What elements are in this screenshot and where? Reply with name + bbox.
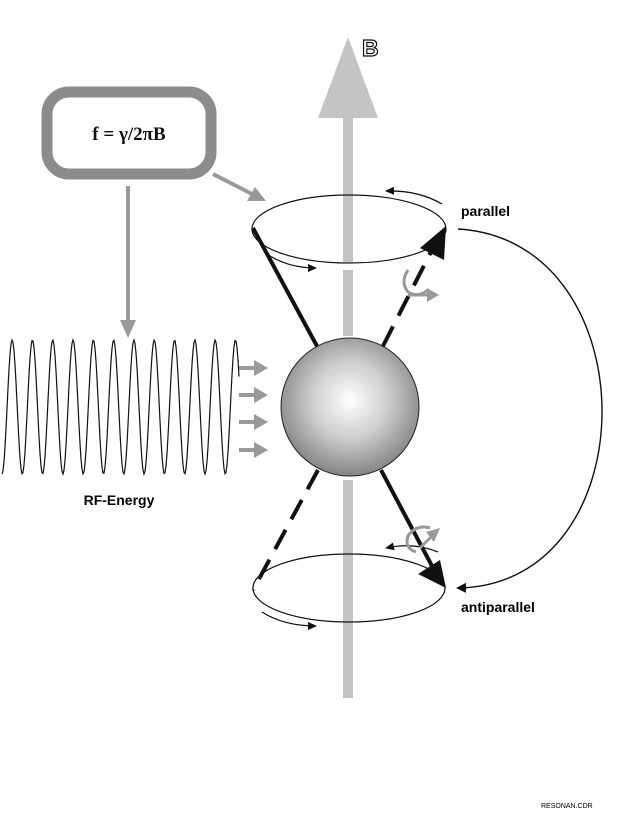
antiparallel-spin-vector	[379, 469, 446, 588]
formula-to-rf-arrow	[120, 186, 136, 338]
rf-arrow	[239, 442, 268, 458]
footer-filename: RESONAN.CDR	[541, 803, 593, 810]
rf-wave	[1, 338, 240, 477]
rf-arrow	[239, 360, 268, 376]
rf-arrow	[239, 387, 268, 403]
parallel-label: parallel	[461, 203, 510, 219]
antiparallel-spin-curl-icon	[405, 525, 440, 554]
field-axis-upper	[343, 116, 353, 262]
antiparallel-label: antiparallel	[461, 599, 535, 615]
upper-precession-arrow-bottom	[269, 255, 317, 272]
formula-to-cone-arrow	[212, 172, 266, 201]
field-axis-lower	[343, 480, 353, 698]
rf-label: RF-Energy	[84, 492, 155, 508]
field-axis-middle	[343, 270, 353, 336]
field-axis-arrowhead	[318, 37, 378, 118]
lower-precession-arrow-top	[385, 542, 439, 553]
formula-box: f = γ/2πB	[41, 86, 217, 180]
field-label: B	[362, 35, 379, 61]
upper-precession-cone	[251, 186, 447, 349]
upper-precession-arrow-top	[385, 186, 443, 205]
lower-precession-cone	[251, 469, 446, 630]
nucleus-sphere	[280, 337, 420, 477]
lower-precession-arrow-bottom	[261, 611, 317, 630]
magnetic-field-axis	[318, 37, 378, 698]
larmor-formula: f = γ/2πB	[92, 124, 166, 145]
lower-cone-left-edge	[251, 469, 320, 591]
upper-cone-left-edge	[251, 227, 320, 349]
parallel-spin-curl-icon	[402, 269, 439, 302]
rf-input-arrows	[239, 360, 268, 458]
state-transition-arrow	[456, 228, 603, 593]
rf-arrow	[239, 414, 268, 430]
lower-cone-rim	[252, 553, 446, 623]
parallel-spin-vector	[381, 226, 446, 347]
